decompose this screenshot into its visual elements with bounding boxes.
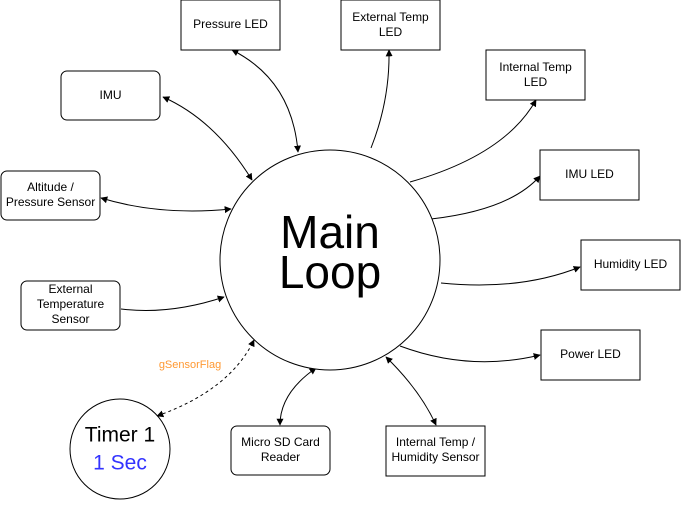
node-humidity-led: Humidity LED — [580, 239, 681, 291]
timer-label-line-2: 1 Sec — [93, 452, 147, 475]
edge-label-gsensorflag: gSensorFlag — [159, 359, 221, 371]
edge-main-imu-led — [430, 175, 541, 220]
node-external-temp-sensor-label-3: Sensor — [51, 312, 89, 326]
node-altitude-sensor: Altitude / Pressure Sensor — [0, 170, 101, 221]
main-loop-label-line-2: Loop — [279, 246, 381, 298]
edge-main-internal-temp-led — [409, 99, 537, 183]
node-power-led: Power LED — [540, 329, 641, 381]
node-external-temp-sensor-label-2: Temperature — [37, 297, 105, 311]
node-internal-temp-humidity-sensor-label-1: Internal Temp / — [396, 435, 476, 449]
node-internal-temp-humidity-sensor-label-2: Humidity Sensor — [391, 450, 479, 464]
node-internal-temp-led: Internal Temp LED — [485, 49, 586, 101]
node-sd-card-label-1: Micro SD Card — [241, 435, 320, 449]
edges — [100, 49, 581, 426]
node-imu-led-label: IMU LED — [565, 167, 614, 181]
node-internal-temp-led-label-1: Internal Temp — [499, 60, 572, 74]
node-external-temp-led: External Temp LED — [340, 0, 441, 51]
node-altitude-sensor-label-2: Pressure Sensor — [6, 195, 95, 209]
node-imu: IMU — [60, 70, 161, 121]
node-internal-temp-humidity-sensor: Internal Temp / Humidity Sensor — [385, 425, 486, 477]
node-external-temp-led-label-2: LED — [379, 25, 403, 39]
node-internal-temp-led-label-2: LED — [524, 75, 548, 89]
node-external-temp-sensor-label-1: External — [48, 282, 92, 296]
edge-timer-main — [156, 339, 255, 418]
node-sd-card-label-2: Reader — [261, 450, 300, 464]
node-humidity-led-label: Humidity LED — [594, 257, 668, 271]
node-imu-label: IMU — [100, 88, 122, 102]
main-loop-node: Main Loop — [219, 149, 441, 371]
main-loop-label-line-1: Main — [280, 206, 380, 258]
edge-main-pressure-led — [231, 49, 301, 153]
edge-main-humidity-led — [440, 266, 581, 286]
node-altitude-sensor-label-1: Altitude / — [27, 180, 74, 194]
edge-main-power-led — [399, 345, 541, 363]
timer-label-line-1: Timer 1 — [85, 424, 155, 447]
edge-main-external-temp-led — [370, 49, 393, 149]
node-sd-card: Micro SD Card Reader — [230, 425, 331, 476]
timer-node: Timer 1 1 Sec — [69, 398, 171, 500]
node-pressure-led-label: Pressure LED — [193, 17, 268, 31]
node-imu-led: IMU LED — [539, 149, 640, 201]
node-external-temp-sensor: External Temperature Sensor — [20, 280, 121, 331]
edge-main-sd-card — [276, 367, 317, 426]
edge-main-altitude-sensor — [100, 196, 232, 214]
edge-main-imu — [162, 96, 253, 181]
edge-main-external-temp-sensor — [120, 295, 225, 311]
node-pressure-led: Pressure LED — [180, 0, 281, 51]
node-external-temp-led-label-1: External Temp — [352, 10, 429, 24]
node-power-led-label: Power LED — [560, 347, 621, 361]
edge-main-internal-temp-humidity-sensor — [385, 356, 437, 426]
